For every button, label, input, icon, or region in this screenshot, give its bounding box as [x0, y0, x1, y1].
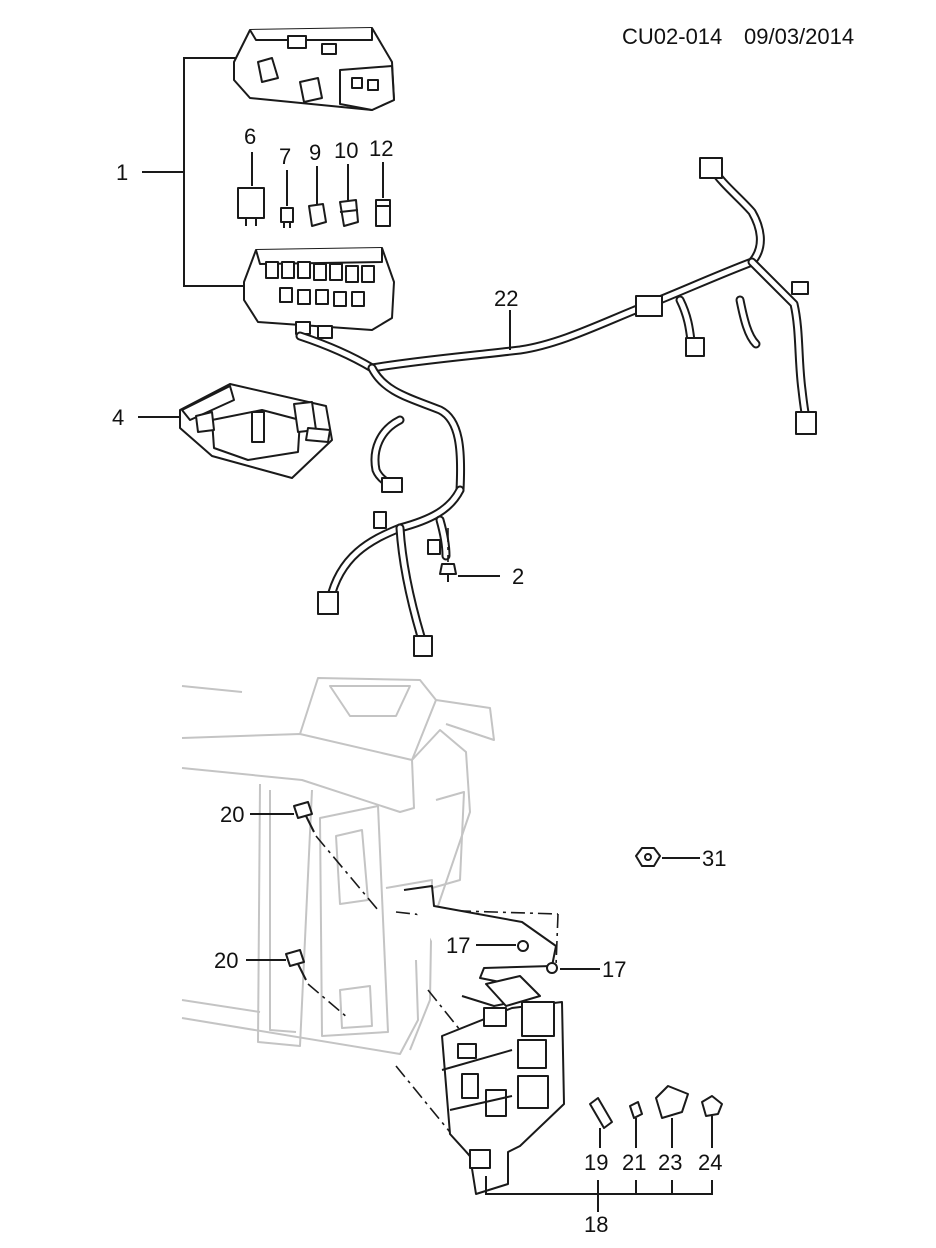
relay-block — [441, 975, 565, 1195]
bolt-2 — [439, 528, 500, 582]
vehicle-body-ghost — [181, 677, 495, 1055]
fuse-box-body — [243, 247, 395, 339]
diagram-code: CU02-014 — [622, 24, 722, 49]
callout-9: 9 — [309, 140, 321, 165]
bolt-20-lower — [246, 949, 349, 1019]
fuse-19 — [589, 1097, 613, 1148]
callout-10: 10 — [334, 138, 358, 163]
callout-12: 12 — [369, 136, 393, 161]
fuse-21 — [629, 1101, 643, 1148]
callout-2: 2 — [512, 564, 524, 589]
callout-31: 31 — [702, 846, 726, 871]
fuse-10 — [339, 199, 359, 227]
fuse-24 — [701, 1095, 723, 1148]
nut-31 — [635, 847, 700, 867]
callout-4: 4 — [112, 405, 124, 430]
callout-20-upper: 20 — [220, 802, 244, 827]
fuse-box-cover — [233, 27, 395, 111]
callout-23: 23 — [658, 1150, 682, 1175]
callout-17-left: 17 — [446, 933, 470, 958]
callout-19: 19 — [584, 1150, 608, 1175]
callout-20-lower: 20 — [214, 948, 238, 973]
fuse-7 — [280, 207, 294, 228]
relay-23 — [655, 1085, 689, 1148]
callout-21: 21 — [622, 1150, 646, 1175]
bracket-1 — [142, 57, 244, 287]
bracket-18 — [485, 1176, 713, 1212]
diagram-date: 09/03/2014 — [744, 24, 854, 49]
bolt-20-upper — [250, 801, 379, 911]
callout-7: 7 — [279, 144, 291, 169]
relay-6 — [237, 187, 265, 226]
callout-18: 18 — [584, 1212, 608, 1237]
callout-1: 1 — [116, 160, 128, 185]
callout-17-right: 17 — [602, 957, 626, 982]
fuse-12 — [375, 199, 391, 227]
wiring-harness — [295, 157, 817, 657]
fuse-9 — [308, 203, 327, 227]
callout-6: 6 — [244, 124, 256, 149]
callout-22: 22 — [494, 286, 518, 311]
fuse-box-tray — [179, 383, 333, 479]
callout-24: 24 — [698, 1150, 722, 1175]
